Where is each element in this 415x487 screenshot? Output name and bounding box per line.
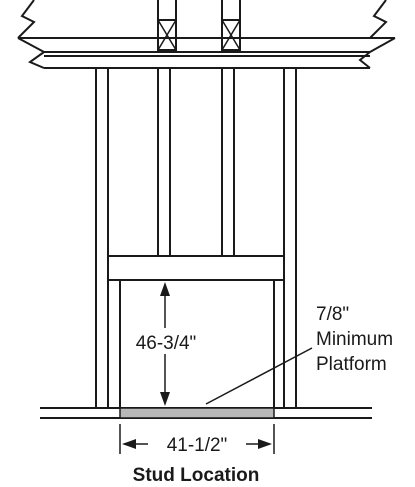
top-beam <box>17 0 396 69</box>
caption: Stud Location <box>133 465 260 486</box>
platform-note-line1: 7/8" <box>316 304 349 325</box>
platform-note-line3: Platform <box>316 354 387 375</box>
studs <box>95 68 297 408</box>
joist-block-left <box>157 0 177 51</box>
platform-callout: 7/8" Minimum Platform <box>205 304 393 405</box>
height-dimension: 46-3/4" <box>124 282 208 406</box>
platform-note-line2: Minimum <box>316 329 393 350</box>
platform <box>119 407 275 419</box>
header <box>107 255 285 281</box>
width-dimension: 41-1/2" <box>119 424 275 456</box>
height-dimension-label: 46-3/4" <box>136 333 197 354</box>
joist-block-right <box>221 0 241 51</box>
width-dimension-label: 41-1/2" <box>167 435 228 456</box>
